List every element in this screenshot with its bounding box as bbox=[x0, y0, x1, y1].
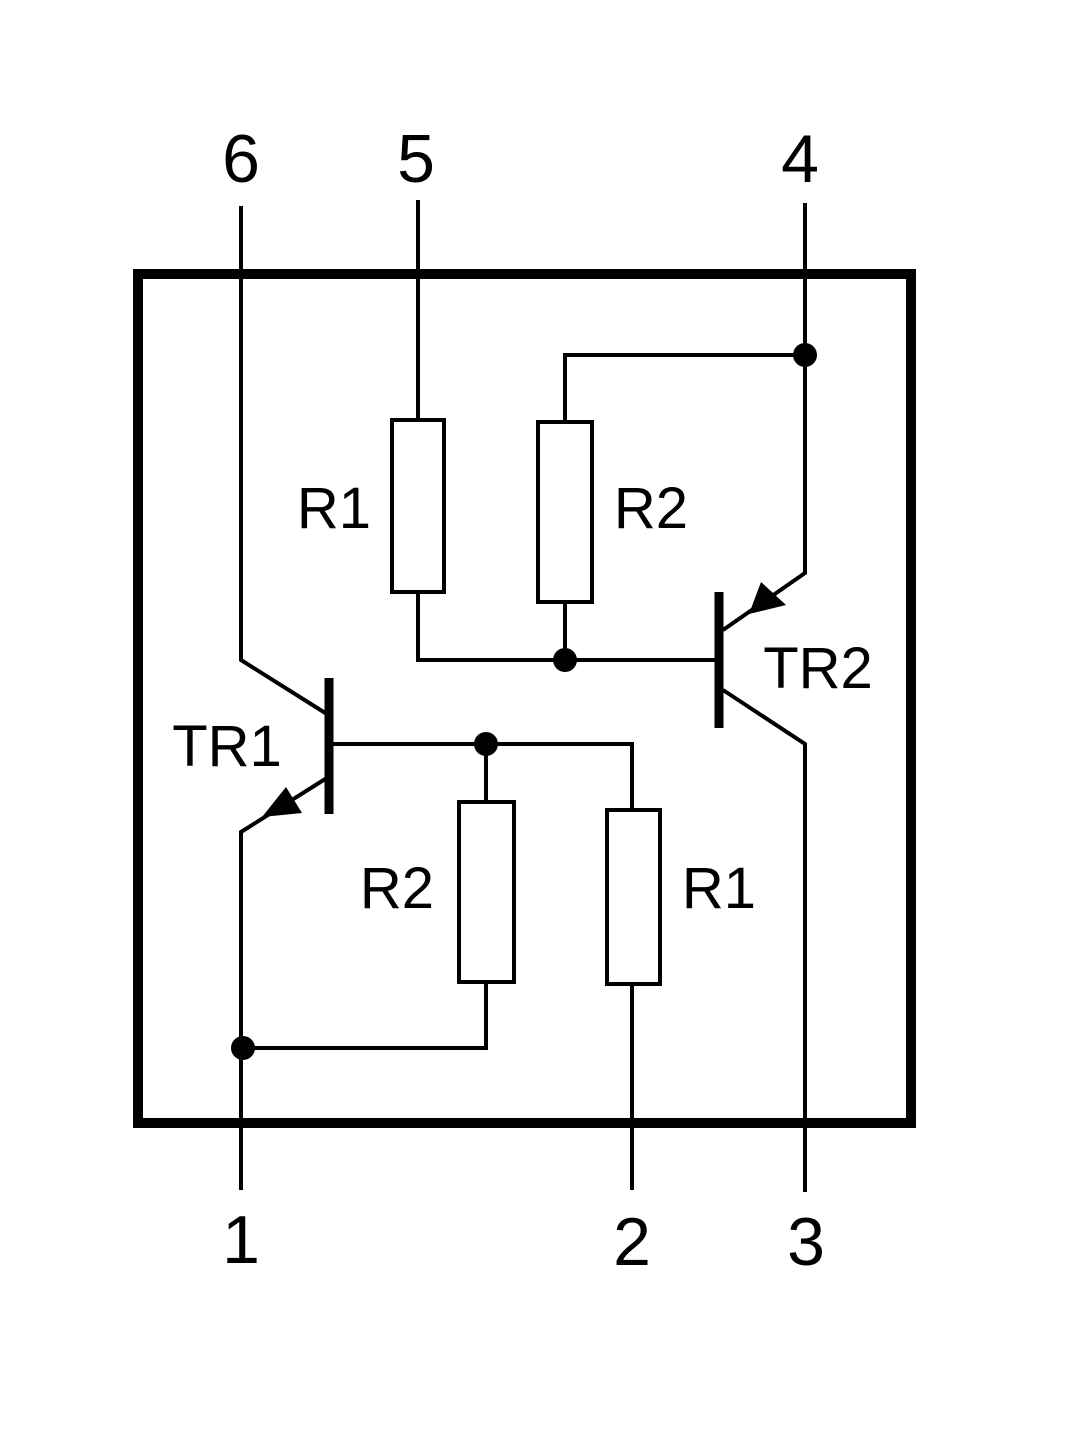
label-tr2: TR2 bbox=[763, 636, 873, 701]
wire-pin6-tr1-collector bbox=[239, 206, 332, 718]
resistor-r2-bottom bbox=[457, 800, 516, 984]
wire-pin4-tr2-emitter bbox=[721, 203, 807, 632]
resistor-r1-top bbox=[390, 418, 446, 594]
label-r2-top: R2 bbox=[614, 476, 688, 541]
junction-dot-tr2-base bbox=[553, 648, 577, 672]
package-outline bbox=[133, 269, 916, 1128]
wire-tr1-emitter-pin1 bbox=[239, 774, 332, 1190]
junction-dot-pin4 bbox=[793, 343, 817, 367]
pin-label-4: 4 bbox=[781, 121, 819, 197]
wire-tr2-collector-pin3 bbox=[721, 688, 807, 1192]
pin-label-5: 5 bbox=[397, 121, 435, 197]
label-r2-bottom: R2 bbox=[360, 856, 434, 921]
pin-label-3: 3 bbox=[787, 1204, 825, 1280]
wire-r2-lower-pin1 bbox=[243, 982, 488, 1050]
tr1-emitter-arrow bbox=[262, 787, 302, 817]
wire-r1-tr2-base bbox=[416, 592, 718, 662]
label-tr1: TR1 bbox=[172, 714, 282, 779]
pin-label-2: 2 bbox=[613, 1204, 651, 1280]
resistor-r1-bottom bbox=[605, 808, 662, 986]
junction-dot-tr1-base bbox=[474, 732, 498, 756]
resistor-r2-top bbox=[536, 420, 594, 604]
pin-label-6: 6 bbox=[222, 121, 260, 197]
pin-label-1: 1 bbox=[222, 1202, 260, 1278]
wire-tr1-base-r1 bbox=[330, 742, 634, 810]
wire-r2-pin4 bbox=[563, 353, 805, 422]
junction-dot-pin1 bbox=[231, 1036, 255, 1060]
label-r1-bottom: R1 bbox=[682, 856, 756, 921]
tr2-emitter-arrow bbox=[749, 582, 786, 614]
label-r1-top: R1 bbox=[297, 476, 371, 541]
